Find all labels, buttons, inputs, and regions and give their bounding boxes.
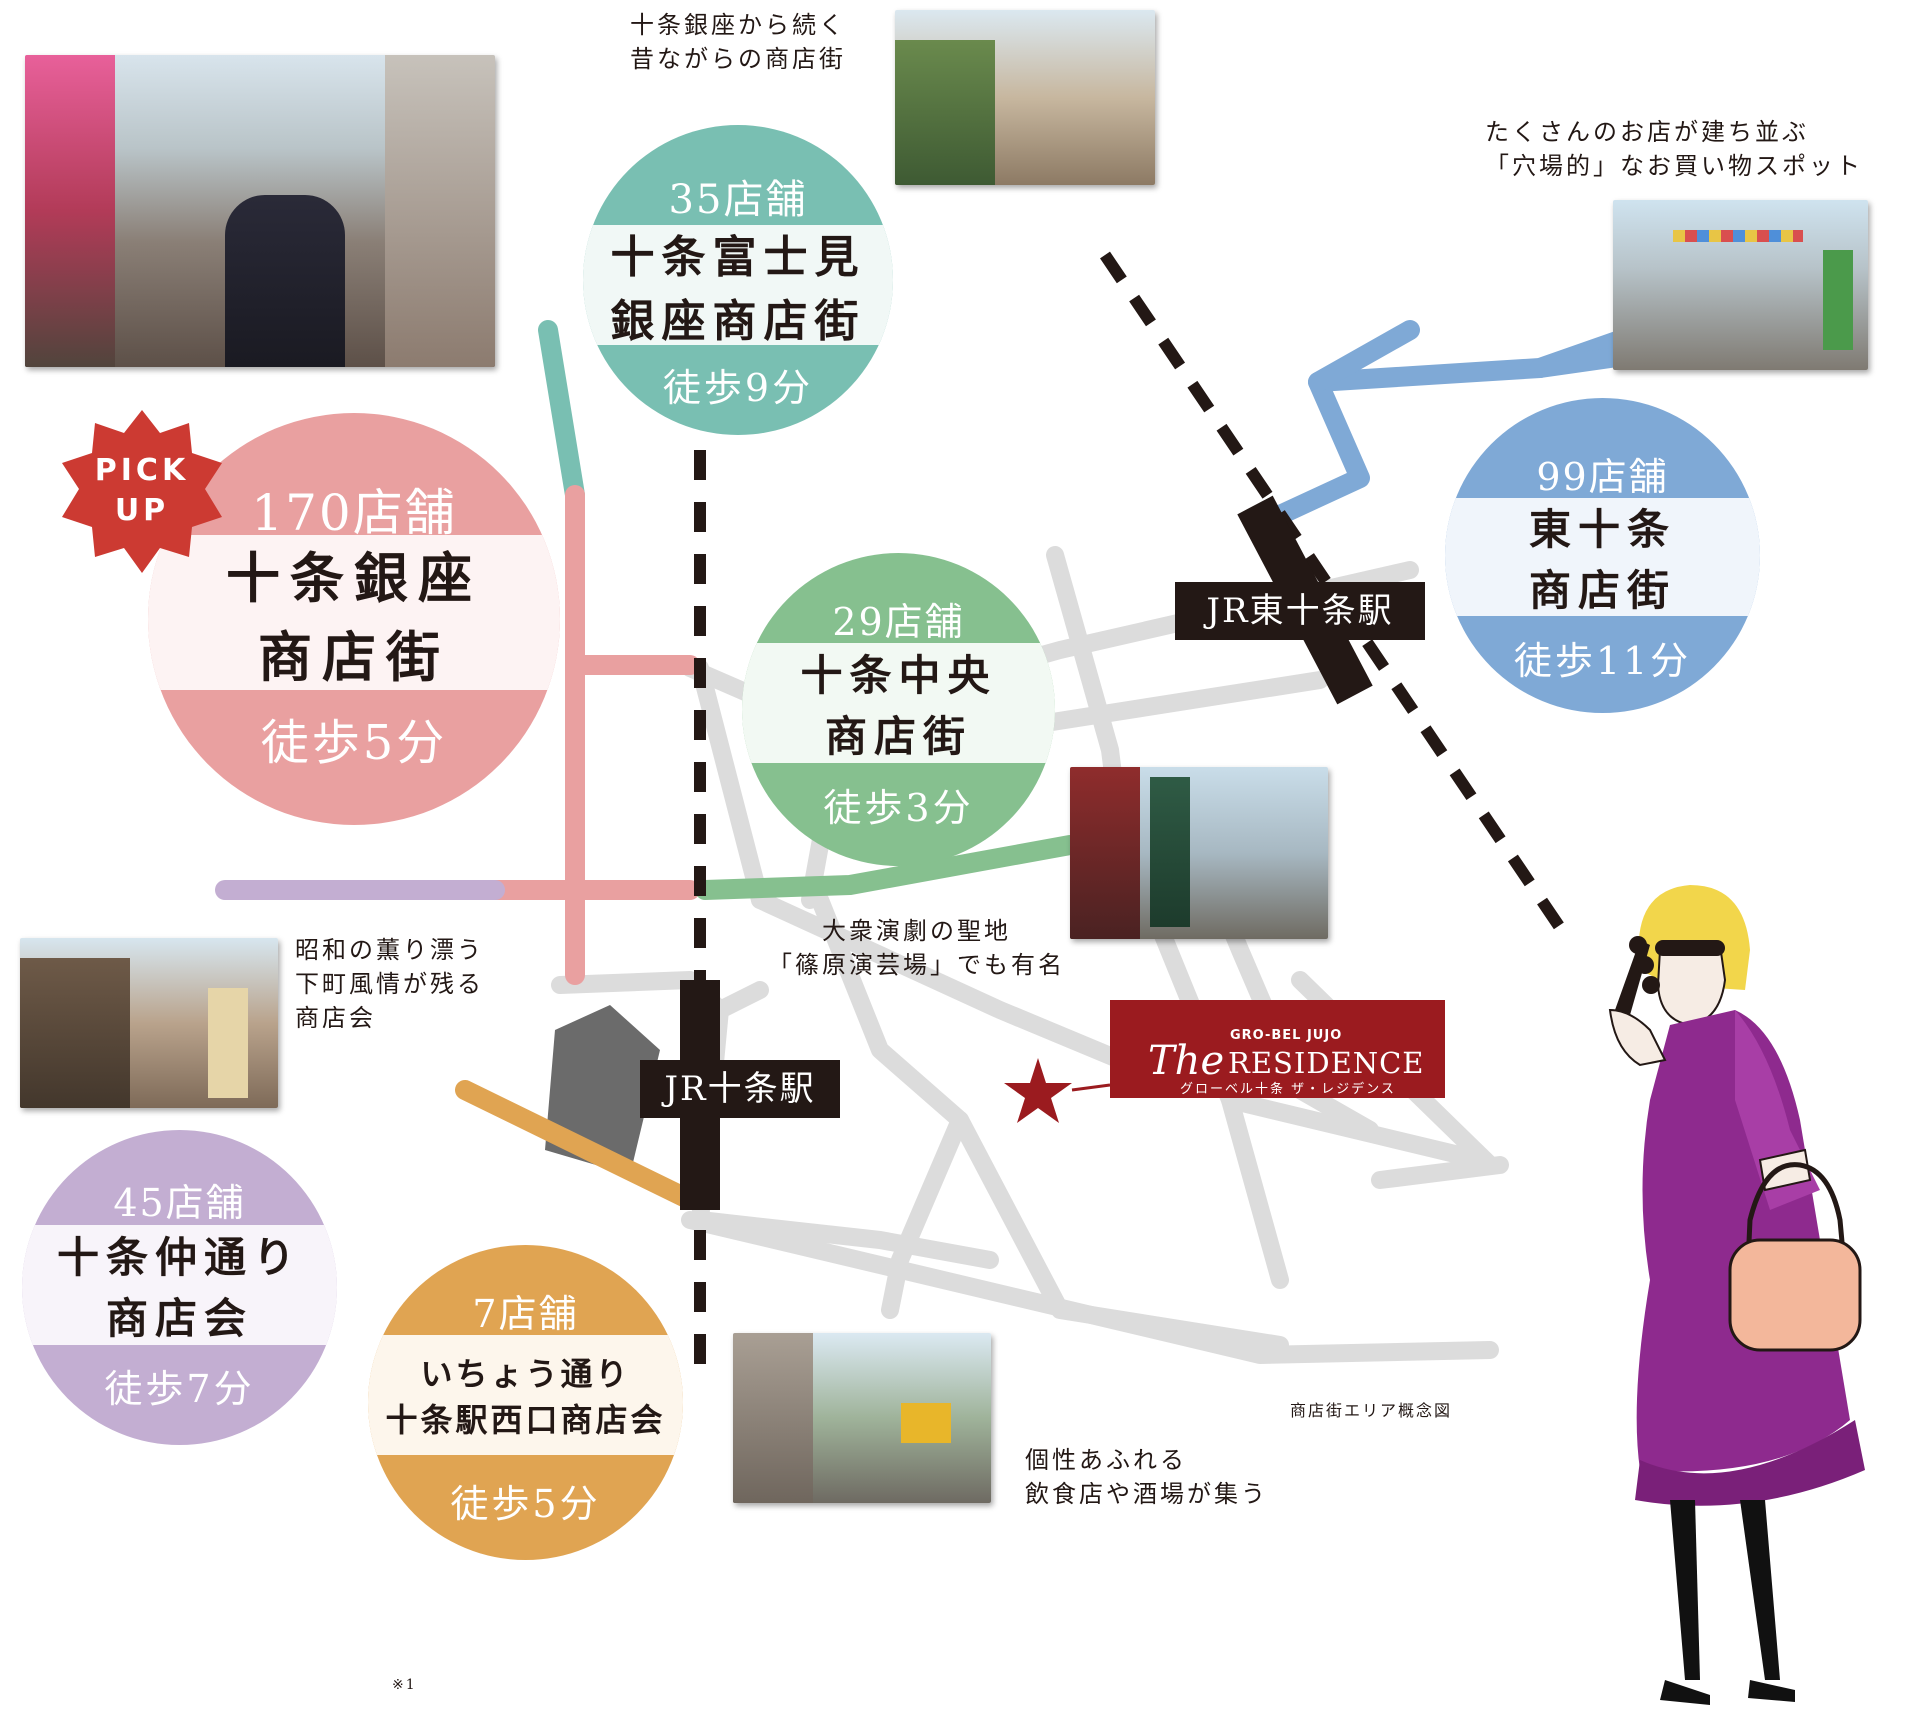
fujimi-caption-line1: 十条銀座から続く bbox=[630, 11, 846, 39]
nakadori-name-band: 十条仲通り 商店会 bbox=[22, 1225, 337, 1345]
fujimi-district-circle[interactable]: 35店舗 十条富士見 銀座商店街 徒歩9分 bbox=[583, 125, 893, 435]
residence-star-marker bbox=[1004, 1058, 1111, 1123]
icho-walk-time: 徒歩5分 bbox=[450, 1482, 601, 1526]
fujimi-name-line1: 十条富士見 bbox=[610, 232, 866, 283]
higashi-name-band: 東十条 商店街 bbox=[1445, 498, 1760, 616]
ginza-name-band: 十条銀座 商店街 bbox=[148, 535, 560, 690]
higashi-walk-time: 徒歩11分 bbox=[1513, 639, 1692, 683]
street-lines bbox=[215, 320, 1690, 1210]
icho-name-line2: 十条駅西口商店会 bbox=[385, 1401, 666, 1439]
pickup-line1: PICK bbox=[94, 453, 190, 488]
jujo-station-label: JR十条駅 bbox=[640, 1060, 840, 1118]
footnote: ※1 bbox=[392, 1677, 417, 1693]
ginza-name-line2: 商店街 bbox=[258, 624, 450, 689]
chuo-name-line2: 商店街 bbox=[824, 712, 972, 761]
keihin-tohoku-dashed bbox=[1100, 251, 1570, 939]
higashi-name-line1: 東十条 bbox=[1528, 505, 1676, 554]
ginza-name-line1: 十条銀座 bbox=[226, 545, 482, 610]
nakadori-name-line1: 十条仲通り bbox=[56, 1233, 302, 1282]
ginza-store-count: 170店舗 bbox=[251, 484, 457, 542]
nakadori-district-circle[interactable]: 45店舗 十条仲通り 商店会 徒歩7分 bbox=[22, 1130, 337, 1445]
fujimi-street-line bbox=[538, 320, 585, 505]
higashi-name-line2: 商店街 bbox=[1528, 566, 1676, 615]
higashi-caption-line2: 「穴場的」なお買い物スポット bbox=[1485, 152, 1863, 180]
woman-illustration bbox=[1608, 885, 1865, 1705]
residence-label[interactable]: GRO-BEL JUJO The RESIDENCE グローベル十条 ザ・レジデ… bbox=[1110, 1000, 1445, 1098]
fujimi-name-band: 十条富士見 銀座商店街 bbox=[583, 225, 893, 347]
ginza-walk-time: 徒歩5分 bbox=[260, 715, 448, 771]
chuo-store-count: 29店舗 bbox=[832, 600, 965, 644]
icho-caption-line2: 飲食店や酒場が集う bbox=[1025, 1480, 1268, 1508]
chuo-caption: 大衆演劇の聖地 「篠原演芸場」でも有名 bbox=[768, 914, 1065, 982]
chuo-district-circle[interactable]: 29店舗 十条中央 商店街 徒歩3分 bbox=[742, 553, 1055, 866]
chuo-street-line bbox=[695, 835, 1080, 900]
higashi-district-circle[interactable]: 99店舗 東十条 商店街 徒歩11分 bbox=[1445, 398, 1760, 713]
higashi-caption: たくさんのお店が建ち並ぶ 「穴場的」なお買い物スポット bbox=[1485, 115, 1863, 183]
ginza-district-circle[interactable]: 170店舗 十条銀座 商店街 徒歩5分 bbox=[148, 413, 560, 825]
map-label: 商店街エリア概念図 bbox=[1290, 1401, 1453, 1420]
residence-name: RESIDENCE bbox=[1228, 1046, 1425, 1080]
chuo-walk-time: 徒歩3分 bbox=[823, 786, 974, 830]
chuo-name-line1: 十条中央 bbox=[800, 651, 997, 700]
pickup-badge: PICK UP bbox=[52, 405, 232, 585]
ginza-arcade-photo bbox=[25, 55, 495, 367]
icho-street-photo bbox=[733, 1333, 991, 1503]
fujimi-street-photo bbox=[895, 10, 1155, 185]
chuo-caption-line1: 大衆演劇の聖地 bbox=[822, 917, 1011, 945]
nakadori-caption: 昭和の薫り漂う 下町風情が残る 商店会 bbox=[295, 933, 484, 1035]
icho-name-band: いちょう通り 十条駅西口商店会 bbox=[368, 1335, 683, 1455]
fujimi-caption: 十条銀座から続く 昔ながらの商店街 bbox=[630, 8, 846, 76]
fujimi-caption-line2: 昔ながらの商店街 bbox=[630, 45, 846, 73]
residence-brand: GRO-BEL JUJO bbox=[1230, 1028, 1343, 1043]
higashi-caption-line1: たくさんのお店が建ち並ぶ bbox=[1485, 118, 1809, 146]
nakadori-name-line2: 商店会 bbox=[105, 1294, 253, 1343]
icho-caption: 個性あふれる 飲食店や酒場が集う bbox=[1025, 1443, 1268, 1511]
icho-district-circle[interactable]: 7店舗 いちょう通り 十条駅西口商店会 徒歩5分 bbox=[368, 1245, 683, 1560]
nakadori-store-count: 45店舗 bbox=[113, 1181, 246, 1225]
nakadori-caption-line3: 商店会 bbox=[295, 1004, 376, 1032]
icho-street-line bbox=[455, 1080, 700, 1210]
fujimi-name-line2: 銀座商店街 bbox=[610, 296, 866, 347]
higashi-store-count: 99店舗 bbox=[1536, 455, 1669, 499]
fujimi-walk-time: 徒歩9分 bbox=[662, 366, 814, 410]
icho-name-line1: いちょう通り bbox=[420, 1355, 631, 1393]
higashi-street-photo bbox=[1613, 200, 1868, 370]
nakadori-street-photo bbox=[20, 938, 278, 1108]
nakadori-caption-line1: 昭和の薫り漂う bbox=[295, 936, 484, 964]
chuo-name-band: 十条中央 商店街 bbox=[742, 643, 1055, 763]
icho-store-count: 7店舗 bbox=[472, 1292, 579, 1336]
residence-the: The bbox=[1148, 1038, 1225, 1084]
nakadori-walk-time: 徒歩7分 bbox=[104, 1367, 255, 1411]
residence-japanese-name: グローベル十条 ザ・レジデンス bbox=[1180, 1082, 1396, 1097]
chuo-caption-line2: 「篠原演芸場」でも有名 bbox=[768, 951, 1065, 979]
higashi-street-line-top bbox=[1308, 320, 1420, 392]
shinohara-theater-photo bbox=[1070, 767, 1328, 939]
icho-caption-line1: 個性あふれる bbox=[1025, 1446, 1187, 1474]
nakadori-caption-line2: 下町風情が残る bbox=[295, 970, 484, 998]
higashi-jujo-station-label: JR東十条駅 bbox=[1175, 582, 1425, 640]
fujimi-store-count: 35店舗 bbox=[668, 177, 808, 223]
pickup-line2: UP bbox=[114, 493, 170, 528]
starburst-icon bbox=[62, 410, 222, 573]
